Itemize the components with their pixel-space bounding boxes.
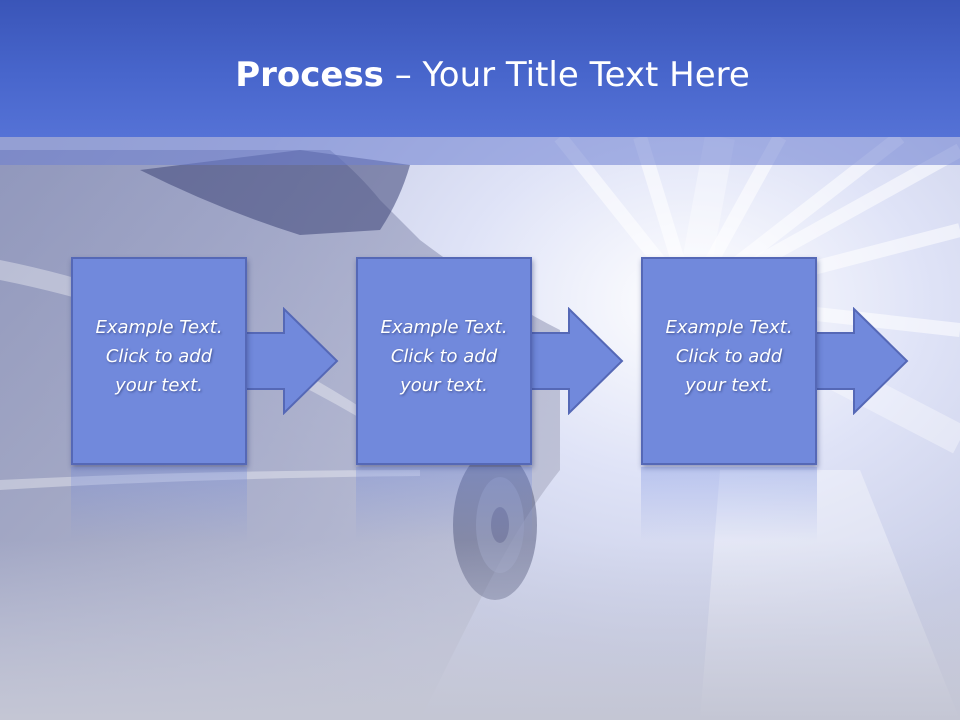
step-3-reflection [641,467,817,542]
title-strip [0,137,960,165]
title-bold: Process [235,55,384,95]
step-2-reflection [356,467,532,542]
process-step-3[interactable]: Example Text. Click to add your text. [641,257,817,465]
step-1-line-2: Click to add [105,346,213,367]
right-arrow-icon [529,307,624,415]
step-2-line-2: Click to add [390,346,498,367]
right-arrow-icon [244,307,339,415]
step-1-line-1: Example Text. [95,317,223,338]
step-3-line-1: Example Text. [665,317,793,338]
title-rest: – Your Title Text Here [383,55,750,95]
right-arrow-icon [814,307,909,415]
slide-title[interactable]: Process – Your Title Text Here [0,52,960,98]
step-3-line-2: Click to add [675,346,783,367]
step-2-text[interactable]: Example Text. Click to add your text. [358,313,530,400]
process-step-2[interactable]: Example Text. Click to add your text. [356,257,532,465]
step-2-line-1: Example Text. [380,317,508,338]
title-bar [0,0,960,137]
step-3-line-3: your text. [685,375,773,396]
step-1-reflection [71,467,247,542]
step-1-line-3: your text. [115,375,203,396]
step-3-text[interactable]: Example Text. Click to add your text. [643,313,815,400]
step-1-text[interactable]: Example Text. Click to add your text. [73,313,245,400]
process-step-1[interactable]: Example Text. Click to add your text. [71,257,247,465]
step-2-line-3: your text. [400,375,488,396]
